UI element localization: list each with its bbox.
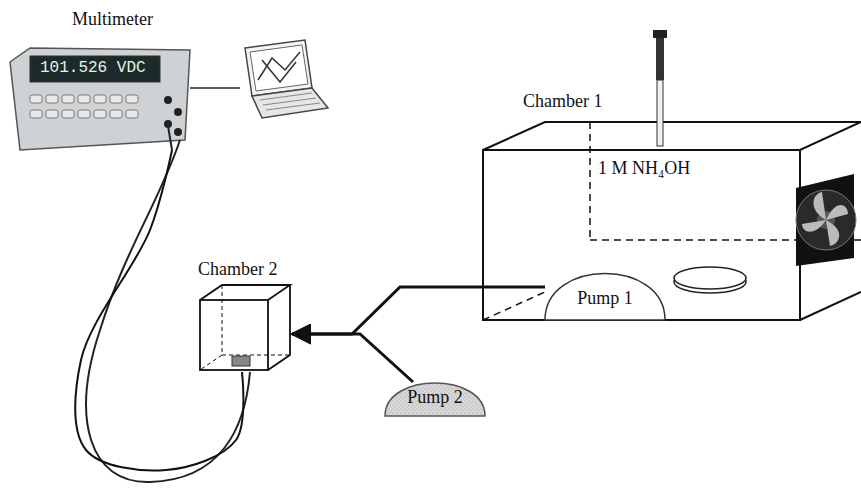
pump-title: Pump 2 [407,388,463,408]
multimeter-device [10,48,190,150]
pump-housing [545,274,665,321]
tube-connector [292,334,413,382]
pump-node: Pump 1 [545,265,665,320]
chamber-node: Chamber 2 [196,258,292,372]
probe-wire [75,150,243,470]
probe-wire [168,126,172,150]
fan [796,174,856,266]
data-cable [190,87,240,89]
solution-label: 1 M NH₄OH [598,158,690,179]
pump-node: Pump 2 [385,378,485,416]
sample-dish [674,267,746,293]
chamber-2-cube [200,285,290,370]
display-reading: 101.526 VDC [40,59,146,77]
chamber-title: Chamber 1 [523,92,602,112]
pump-housing [385,383,485,416]
multimeter-node: Multimeter [10,8,192,150]
laptop [245,40,328,118]
multimeter-title: Multimeter [72,10,153,30]
chamber-title: Chamber 2 [198,260,277,280]
tube-connector [292,287,545,334]
chamber-node: Chamber 1 Pump 1 [483,88,861,320]
chamber-1-box [483,122,861,320]
sensor-probe [653,30,667,146]
pump-title: Pump 1 [577,289,633,309]
